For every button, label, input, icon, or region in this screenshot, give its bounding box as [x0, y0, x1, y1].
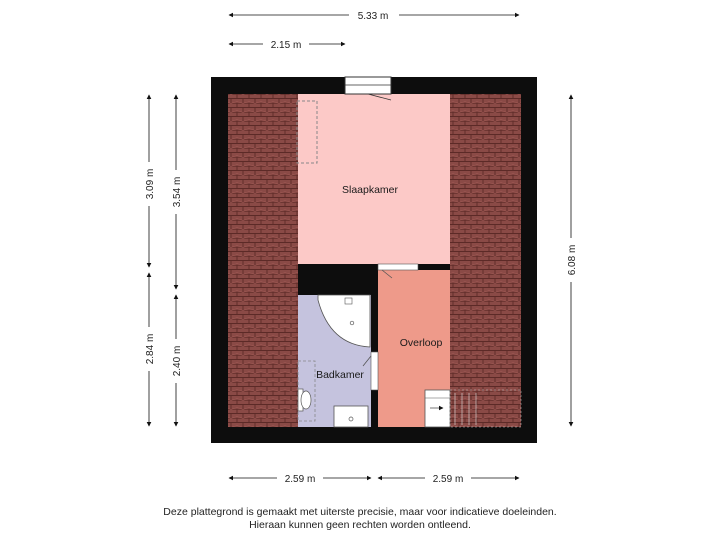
- dim-top-total: 5.33 m: [358, 11, 389, 22]
- dim-left-lower-outer: 2.84 m: [145, 334, 156, 365]
- dim-left-lower-inner: 2.40 m: [172, 346, 183, 377]
- dim-left-upper-inner: 3.54 m: [172, 177, 183, 208]
- disclaimer-line-2: Hieraan kunnen geen rechten worden ontle…: [249, 519, 471, 531]
- door-slaapkamer-overloop: [377, 263, 419, 271]
- wall-badkamer-top: [298, 289, 371, 295]
- skylight-outline: [296, 100, 318, 164]
- wall-badkamer-overloop: [371, 276, 378, 427]
- window-top: [344, 76, 392, 95]
- dim-right-total: 6.08 m: [567, 245, 578, 276]
- door-badkamer: [370, 351, 379, 391]
- room-slaapkamer: [298, 94, 450, 264]
- sink: [333, 405, 369, 428]
- room-label-badkamer: Badkamer: [316, 369, 364, 381]
- staircase: [424, 389, 522, 428]
- room-label-overloop: Overloop: [400, 337, 443, 349]
- window-swing: [367, 93, 392, 101]
- roof-slope-left: [228, 94, 298, 427]
- dim-top-partial: 2.15 m: [271, 40, 302, 51]
- toilet-bowl: [300, 390, 312, 410]
- inner-wall-stub: [344, 264, 350, 289]
- roof-slope-right: [450, 94, 521, 427]
- dim-bottom-right: 2.59 m: [433, 474, 464, 485]
- room-label-slaapkamer: Slaapkamer: [342, 184, 399, 196]
- dim-left-upper-outer: 3.09 m: [145, 169, 156, 200]
- bathroom-radiator: [297, 360, 316, 422]
- inner-wall-corner: [371, 264, 378, 276]
- dim-bottom-left: 2.59 m: [285, 474, 316, 485]
- shower: [317, 294, 371, 348]
- disclaimer-line-1: Deze plattegrond is gemaakt met uiterste…: [163, 506, 557, 518]
